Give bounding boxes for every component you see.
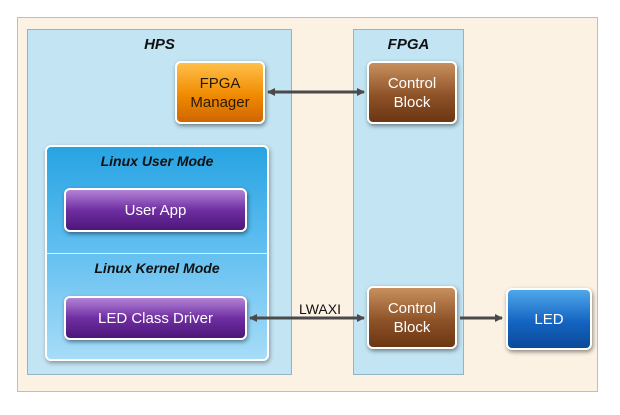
led-class-driver-block: LED Class Driver <box>64 296 247 340</box>
fpga-manager-block: FPGA Manager <box>175 61 265 124</box>
user-app-block: User App <box>64 188 247 232</box>
control-block-bottom: Control Block <box>367 286 457 349</box>
mode-divider <box>47 253 267 254</box>
control-block-bottom-label: Control Block <box>387 299 437 336</box>
linux-user-mode-title: Linux User Mode <box>100 153 214 169</box>
control-block-top-label: Control Block <box>387 74 437 111</box>
linux-kernel-mode-title: Linux Kernel Mode <box>94 260 220 276</box>
hps-title: HPS <box>144 36 175 53</box>
user-app-label: User App <box>124 201 187 219</box>
control-block-top: Control Block <box>367 61 457 124</box>
led-class-driver-label: LED Class Driver <box>97 309 214 327</box>
lwaxi-label: LWAXI <box>298 301 341 317</box>
fpga-manager-label: FPGA Manager <box>190 74 250 111</box>
fpga-title: FPGA <box>387 36 430 53</box>
led-block: LED <box>506 288 592 350</box>
led-label: LED <box>534 310 564 328</box>
